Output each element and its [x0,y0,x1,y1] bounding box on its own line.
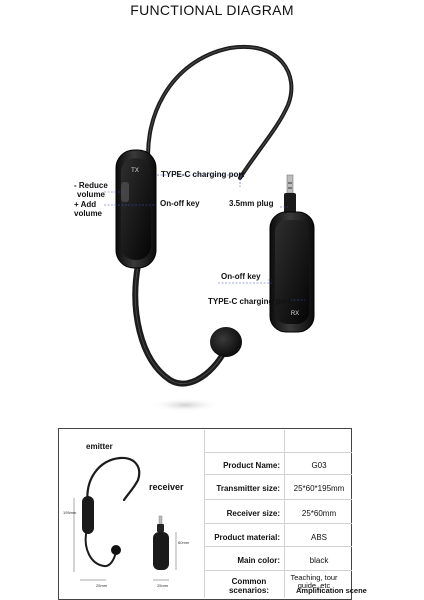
receiver-body [269,174,315,333]
spec-row-material: Product material: ABS [204,523,352,542]
transmitter-label: TX [131,168,139,174]
spec-row-receiver-size: Receiver size: 25*60mm [204,499,352,518]
spec-label: Common scenarios: [228,577,270,595]
spec-label: Main color: [237,556,280,565]
page-title: FUNCTIONAL DIAGRAM [130,2,294,18]
callout-reduce-volume: - Reduce volume [74,181,108,199]
callout-tx-onoff: On-off key [160,199,200,208]
spec-row-scenarios: Common scenarios: Teaching, tour guide, … [204,570,352,599]
spec-table-divider [284,430,285,598]
callout-lines [104,174,305,301]
spec-table-left-border [204,430,205,598]
spec-receiver-image [153,515,177,581]
transmitter-body [115,149,157,269]
spec-panel [58,428,352,600]
floor-shadow [150,398,220,412]
receiver-title: receiver [149,482,184,492]
spec-value: 25*60mm [301,509,337,518]
receiver-label: RX [291,311,299,317]
spec-row-product-name: Product Name: G03 [204,452,352,470]
mic-foam [210,327,242,357]
reduce-volume-line1: - Reduce [74,181,108,190]
spec-value: 25*60*195mm [293,484,345,493]
spec-value-extra: Amplification scene [296,586,367,595]
add-volume-line1: + Add [74,200,97,209]
spec-emitter-image [73,456,141,581]
spec-value: G03 [311,461,327,470]
callout-rx-typec: TYPE-C charging port [208,297,292,306]
callout-add-volume: + Add volume [74,200,102,218]
dim-receiver-width: 25mm [157,583,169,588]
spec-label: Product material: [214,533,280,542]
spec-value: black [309,556,329,565]
callout-tx-typec: TYPE-C charging port [161,170,245,179]
dim-receiver-height: 60mm [178,540,190,545]
spec-label: Product Name: [223,461,280,470]
spec-row-color: Main color: black [204,546,352,565]
reduce-volume-line2: volume [77,190,106,199]
spec-row-transmitter-size: Transmitter size: 25*60*195mm [204,474,352,493]
dim-emitter-height: 195mm [63,510,77,515]
headband [146,44,294,180]
spec-value: Teaching, tour guide, etc [290,573,338,590]
spec-label: Transmitter size: [216,484,280,493]
callout-rx-onoff: On-off key [221,272,261,281]
product-diagram: TX RX [104,44,315,412]
spec-value: ABS [310,533,327,542]
dim-emitter-width: 25mm [96,583,108,588]
spec-product-images [73,456,177,581]
gooseneck [132,262,231,387]
callout-rx-plug: 3.5mm plug [229,199,274,208]
add-volume-line2: volume [74,209,103,218]
emitter-label: emitter [86,442,113,451]
spec-label: Receiver size: [226,509,280,518]
